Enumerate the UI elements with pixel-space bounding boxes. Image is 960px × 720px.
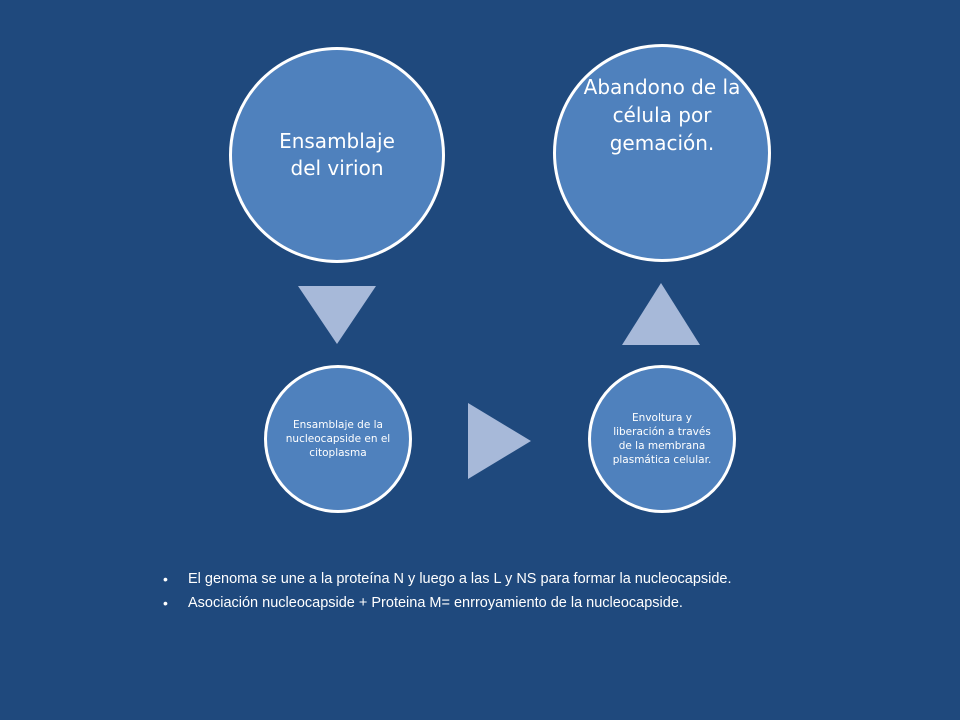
bullet-marker: • — [163, 595, 168, 611]
node-exit-budding: Abandono de la célula por gemación. — [553, 44, 771, 262]
bullet-item: • Asociación nucleocapside + Proteina M=… — [160, 592, 920, 614]
node-nucleocapsid-assembly: Ensamblaje de la nucleocapside en el cit… — [264, 365, 412, 513]
node-nucleocapsid-assembly-label: Ensamblaje de la nucleocapside en el cit… — [285, 419, 391, 459]
node-virion-assembly-label: Ensamblaje del virion — [279, 129, 395, 180]
arrow-down-icon — [298, 286, 376, 344]
bullet-text: El genoma se une a la proteína N y luego… — [188, 571, 732, 587]
arrow-up-icon — [622, 283, 700, 345]
node-envelope-release: Envoltura y liberación a través de la me… — [588, 365, 736, 513]
arrow-right-icon — [468, 403, 531, 479]
bullet-item: • El genoma se une a la proteína N y lue… — [160, 568, 920, 590]
node-envelope-release-label: Envoltura y liberación a través de la me… — [612, 412, 712, 466]
bullet-list: • El genoma se une a la proteína N y lue… — [160, 568, 920, 616]
bullet-marker: • — [163, 571, 168, 587]
node-exit-budding-label: Abandono de la célula por gemación. — [583, 75, 741, 155]
bullet-text: Asociación nucleocapside + Proteina M= e… — [188, 595, 683, 611]
node-virion-assembly: Ensamblaje del virion — [229, 47, 445, 263]
